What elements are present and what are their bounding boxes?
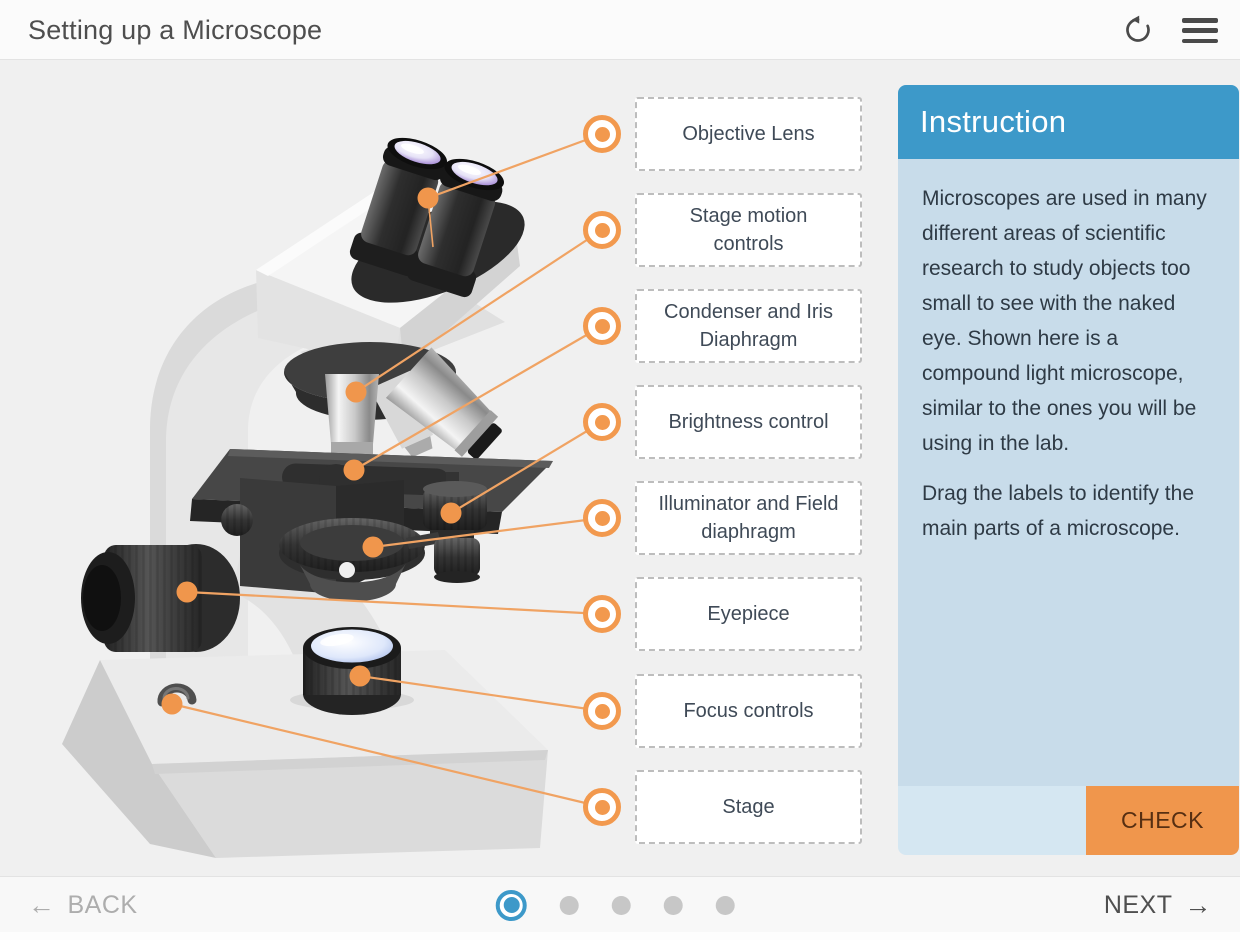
draggable-label[interactable]: Brightness control <box>635 385 862 459</box>
illuminator-lens-dot <box>349 665 371 687</box>
drop-circle-dot <box>594 318 610 334</box>
draggable-label[interactable]: Illuminator and Field diaphragm <box>635 481 862 555</box>
connector-layer <box>161 132 603 809</box>
next-label: NEXT <box>1103 890 1173 919</box>
drop-circle[interactable] <box>583 211 621 249</box>
bottom-strip <box>0 932 1240 940</box>
instruction-title: Instruction <box>920 104 1067 139</box>
drop-circle-dot <box>594 606 610 622</box>
label-text: Stage <box>722 795 775 818</box>
instruction-panel: Instruction Microscopes are used in many… <box>898 85 1239 855</box>
connector-line <box>450 421 603 514</box>
instruction-paragraph: Drag the labels to identify the main par… <box>922 482 1194 540</box>
instruction-footer: CHECK <box>898 786 1239 855</box>
connector-line <box>355 229 603 393</box>
next-button[interactable]: NEXT → <box>1104 877 1212 933</box>
page-dot-3[interactable] <box>611 895 631 915</box>
drop-circle[interactable] <box>583 692 621 730</box>
connector-line <box>171 702 603 809</box>
label-text: Brightness control <box>668 410 829 433</box>
drop-circle[interactable] <box>583 499 621 537</box>
reset-icon[interactable] <box>1122 14 1154 46</box>
nosepiece-turret-dot <box>345 381 367 403</box>
menu-bar <box>1182 28 1218 33</box>
menu-bar <box>1182 38 1218 43</box>
draggable-label[interactable]: Stage <box>635 770 862 844</box>
connector-line <box>372 516 603 549</box>
label-text: Stage motion controls <box>689 204 808 255</box>
eyepieces-dot <box>417 187 439 209</box>
page-title: Setting up a Microscope <box>28 15 323 45</box>
stage-motion-knobs-dot <box>440 502 462 524</box>
label-text: Objective Lens <box>682 122 815 145</box>
condenser-dot <box>362 536 384 558</box>
page-dots <box>495 877 735 933</box>
connector-line <box>359 674 603 713</box>
page-dot-4[interactable] <box>663 895 683 915</box>
draggable-label[interactable]: Eyepiece <box>635 577 862 651</box>
back-button[interactable]: ← BACK <box>28 877 138 933</box>
drop-circle-dot <box>594 799 610 815</box>
draggable-label[interactable]: Condenser and Iris Diaphragm <box>635 289 862 363</box>
drop-circle[interactable] <box>583 115 621 153</box>
drop-circle-dot <box>594 703 610 719</box>
label-text: Focus controls <box>683 699 814 722</box>
label-text: Eyepiece <box>707 602 790 625</box>
back-arrow-icon: ← <box>28 889 56 920</box>
draggable-label[interactable]: Stage motion controls <box>635 193 862 267</box>
drop-circle[interactable] <box>583 788 621 826</box>
drop-circle-dot <box>594 222 610 238</box>
draggable-label[interactable]: Objective Lens <box>635 97 862 171</box>
drop-circle-dot <box>594 126 610 142</box>
drop-circle-dot <box>594 510 610 526</box>
instruction-paragraph: Microscopes are used in many different a… <box>922 187 1207 455</box>
connector-line <box>427 132 603 200</box>
drop-circle[interactable] <box>583 595 621 633</box>
drop-circle[interactable] <box>583 403 621 441</box>
menu-icon[interactable] <box>1182 18 1218 43</box>
drop-circle-dot <box>594 414 610 430</box>
stage-surface-dot <box>343 459 365 481</box>
focus-knob-dot <box>176 581 198 603</box>
back-label: BACK <box>67 890 138 919</box>
connector-line <box>186 590 603 616</box>
label-text: Condenser and Iris Diaphragm <box>664 300 833 351</box>
connector-line <box>353 325 603 471</box>
drop-circle[interactable] <box>583 307 621 345</box>
next-arrow-icon: → <box>1184 889 1212 920</box>
check-button[interactable]: CHECK <box>1086 786 1239 855</box>
instruction-body: Microscopes are used in many different a… <box>898 159 1239 786</box>
page-dot-2[interactable] <box>559 895 579 915</box>
draggable-label[interactable]: Focus controls <box>635 674 862 748</box>
page-dot-1[interactable] <box>495 889 527 921</box>
label-text: Illuminator and Field diaphragm <box>658 492 839 543</box>
instruction-panel-header: Instruction <box>898 85 1239 159</box>
header-bar: Setting up a Microscope <box>0 0 1240 60</box>
menu-bar <box>1182 18 1218 23</box>
page-dot-5[interactable] <box>715 895 735 915</box>
base-clip-dot <box>161 693 183 715</box>
bottom-nav-bar: ← BACK NEXT → <box>0 876 1240 932</box>
